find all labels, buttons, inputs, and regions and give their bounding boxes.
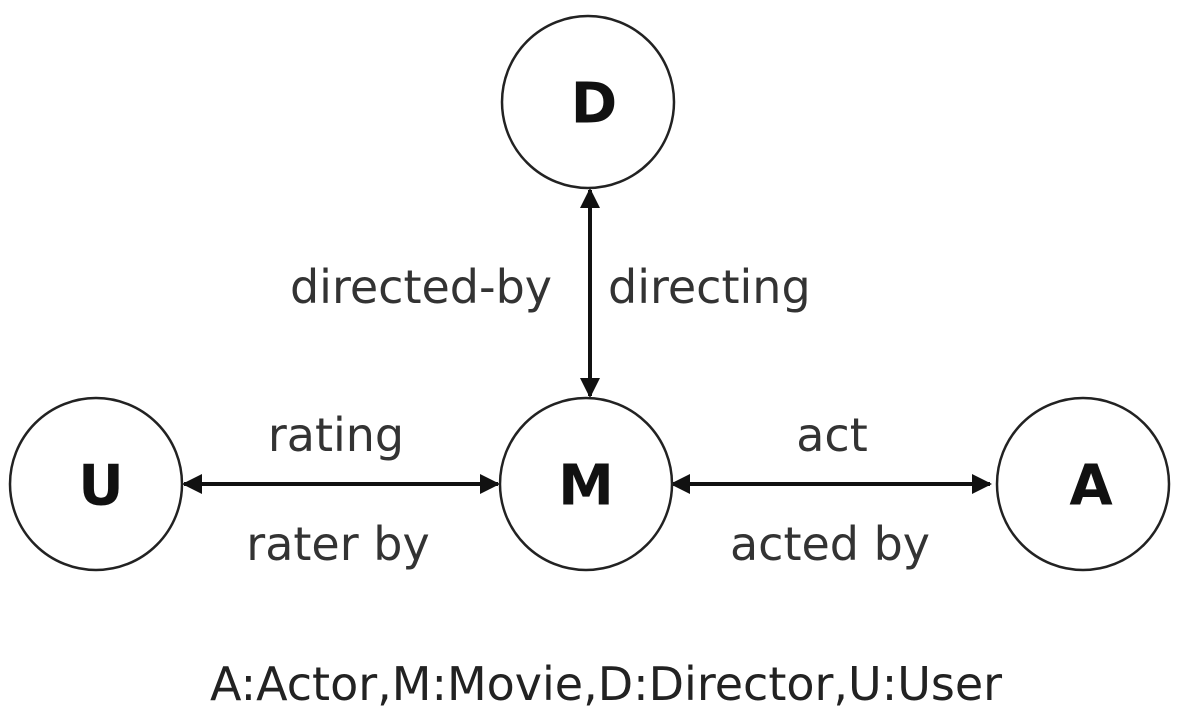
node-user-label: U	[78, 454, 123, 519]
node-director: D	[500, 14, 676, 190]
edge-label-rater-by: rater by	[246, 517, 429, 571]
node-actor-label: A	[1069, 454, 1113, 519]
node-actor: A	[995, 396, 1171, 572]
edge-label-directed-by: directed-by	[290, 260, 552, 314]
legend-text: A:Actor,M:Movie,D:Director,U:User	[210, 657, 1002, 711]
edge-label-acted-by: acted by	[730, 517, 930, 571]
node-director-label: D	[571, 72, 617, 137]
edge-label-rating: rating	[268, 408, 404, 462]
node-movie: M	[498, 396, 674, 572]
edge-label-directing: directing	[608, 260, 811, 314]
node-user: U	[8, 396, 184, 572]
node-movie-label: M	[558, 454, 614, 519]
edge-label-act: act	[796, 408, 868, 462]
